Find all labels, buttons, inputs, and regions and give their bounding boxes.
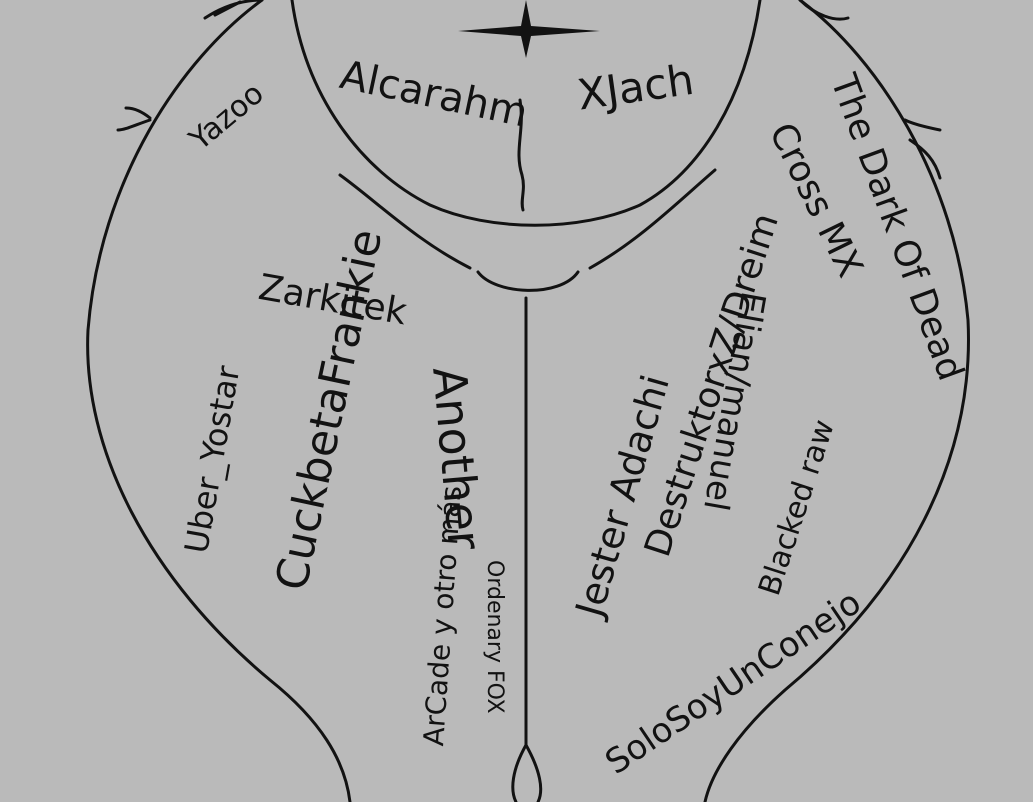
center-scratch [517,98,525,212]
right-fur-tuft [798,0,942,180]
left-body-contour [86,0,352,802]
left-fur-tuft [116,0,264,132]
sparkle-icon [458,0,600,58]
right-collar-line [588,168,717,270]
right-body-contour [703,0,970,802]
left-collar-line [338,173,472,270]
name-ordenary-fox: Ordenary FOX [482,560,507,714]
collar-tab [476,270,580,292]
bottom-drop [511,743,543,802]
chest-bowl [290,0,762,227]
